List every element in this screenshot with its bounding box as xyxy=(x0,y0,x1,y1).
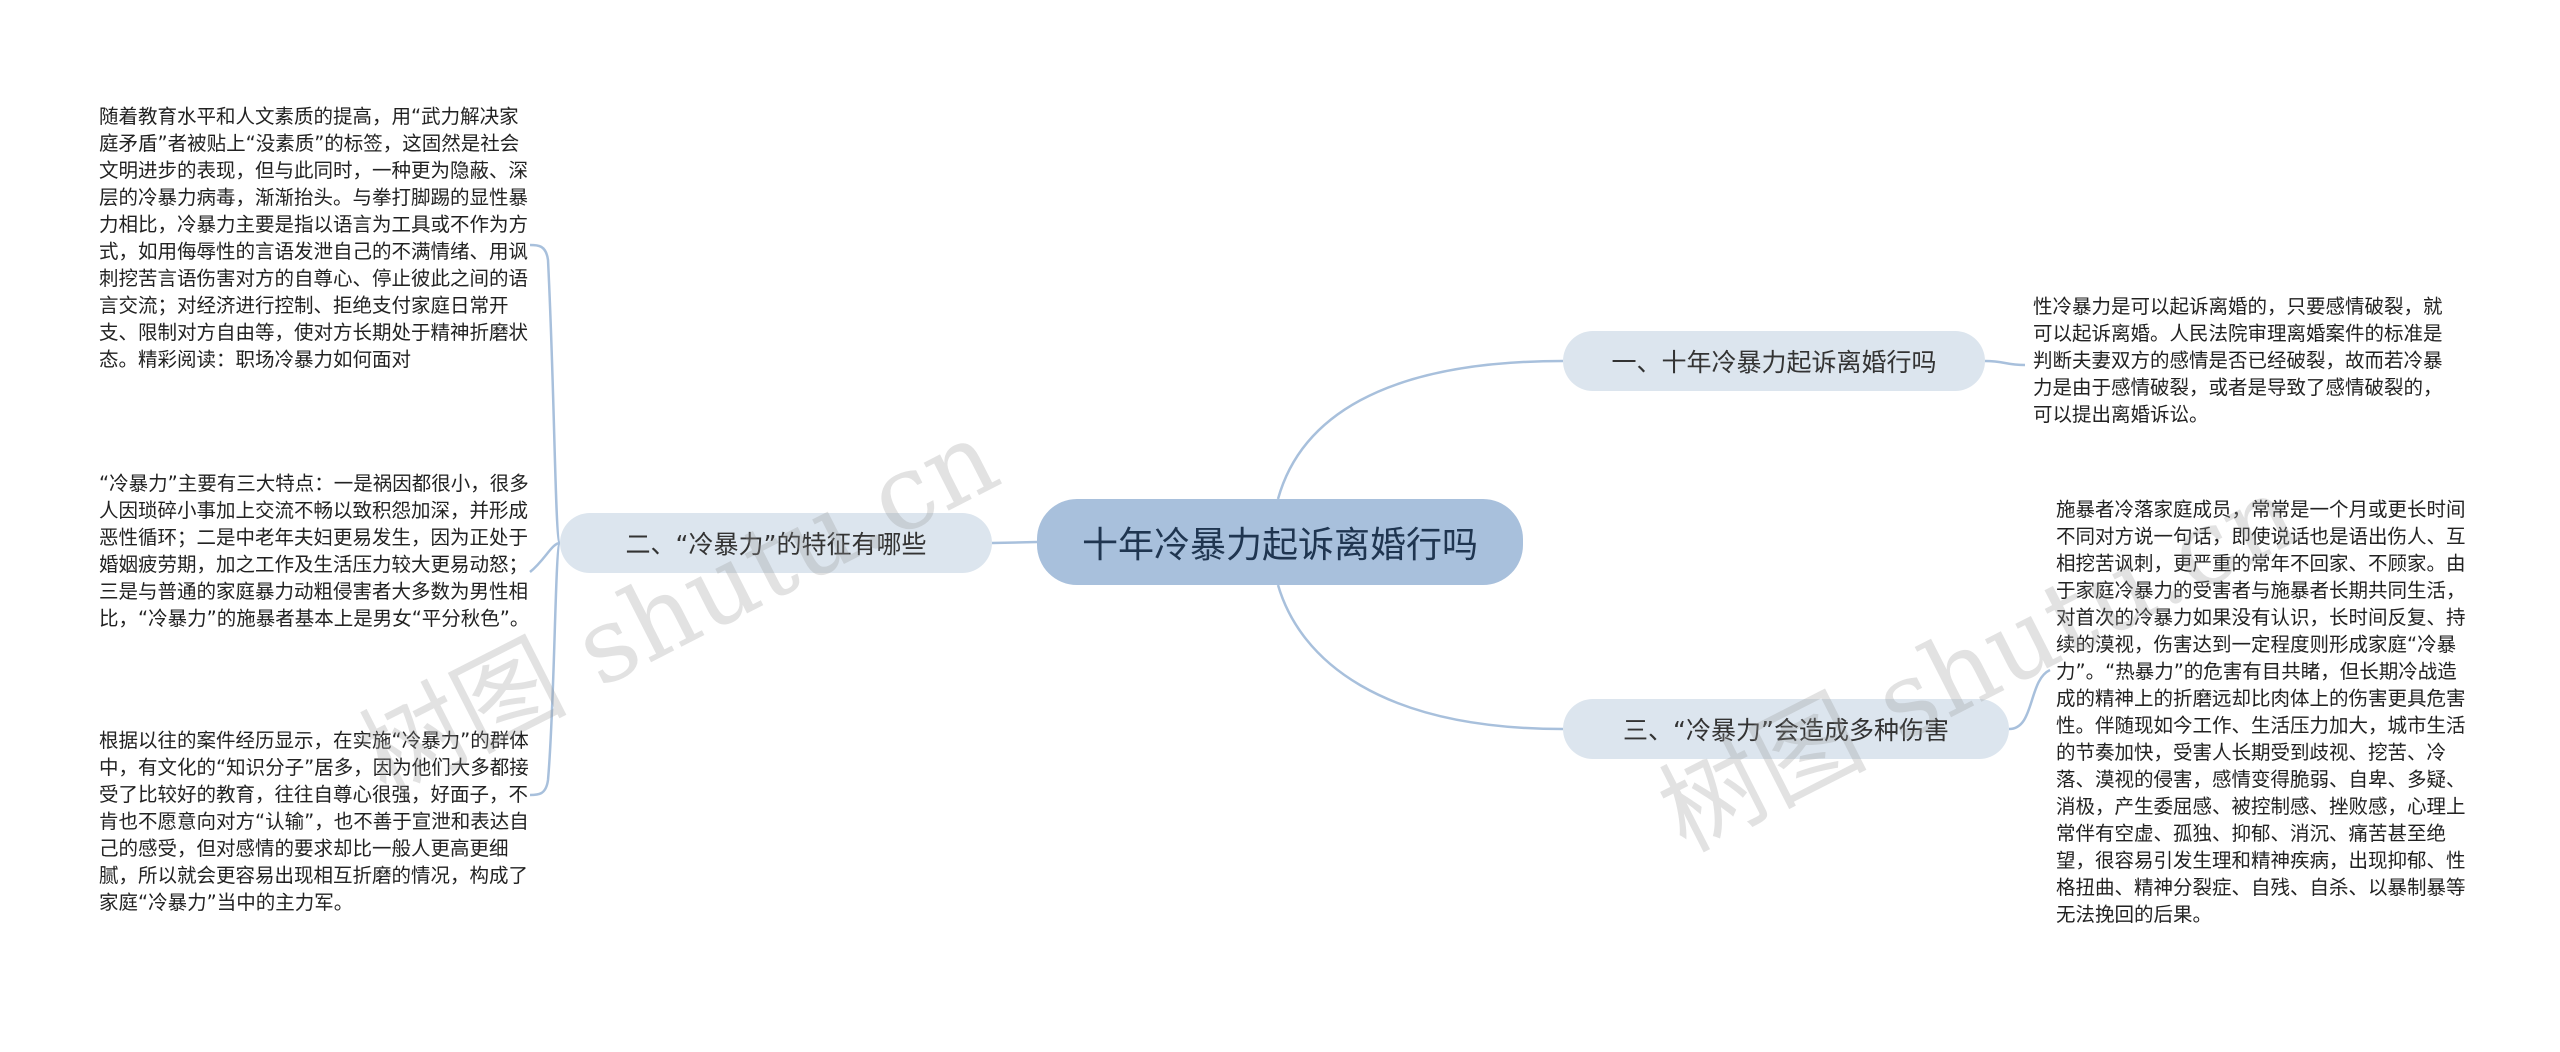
connector-root-to-branch-1 xyxy=(1276,359,1564,500)
connector-root-to-branch-2 xyxy=(991,540,1038,545)
leaf-text-branch-2-b: “冷暴力”主要有三大特点：一是祸因都很小，很多人因琐碎小事加上交流不畅以致积怨加… xyxy=(99,472,530,630)
leaf-text-branch-3: 施暴者冷落家庭成员，常常是一个月或更长时间不同对方说一句话，即使说话也是语出伤人… xyxy=(2056,498,2466,926)
branch-node-2[interactable]: 二、“冷暴力”的特征有哪些 xyxy=(560,513,992,573)
leaf-text-branch-2-c: 根据以往的案件经历显示，在实施“冷暴力”的群体中，有文化的“知识分子”居多，因为… xyxy=(99,729,529,914)
connector-root-to-branch-3 xyxy=(1276,584,1564,731)
connector-branch-2-to-leaf-1 xyxy=(529,243,562,545)
connector-branch-2-to-leaf-3 xyxy=(529,541,562,797)
root-node[interactable]: 十年冷暴力起诉离婚行吗 xyxy=(1037,499,1523,585)
connector-branch-2-to-leaf-2 xyxy=(529,541,561,573)
leaf-text-branch-2-a: 随着教育水平和人文素质的提高，用“武力解决家庭矛盾”者被贴上“没素质”的标签，这… xyxy=(99,105,529,371)
branch-label: 二、“冷暴力”的特征有哪些 xyxy=(625,530,927,559)
root-label: 十年冷暴力起诉离婚行吗 xyxy=(1081,525,1478,566)
connector-branch-3-to-leaf xyxy=(2008,668,2051,731)
leaf-text-branch-1: 性冷暴力是可以起诉离婚的，只要感情破裂，就可以起诉离婚。人民法院审理离婚案件的标… xyxy=(2033,295,2443,426)
branch-label: 一、十年冷暴力起诉离婚行吗 xyxy=(1611,348,1937,377)
branch-node-3[interactable]: 三、“冷暴力”会造成多种伤害 xyxy=(1563,699,2009,759)
connector-branch-1-to-leaf xyxy=(1984,359,2026,367)
branch-node-1[interactable]: 一、十年冷暴力起诉离婚行吗 xyxy=(1563,331,1985,391)
branch-label: 三、“冷暴力”会造成多种伤害 xyxy=(1623,716,1949,745)
